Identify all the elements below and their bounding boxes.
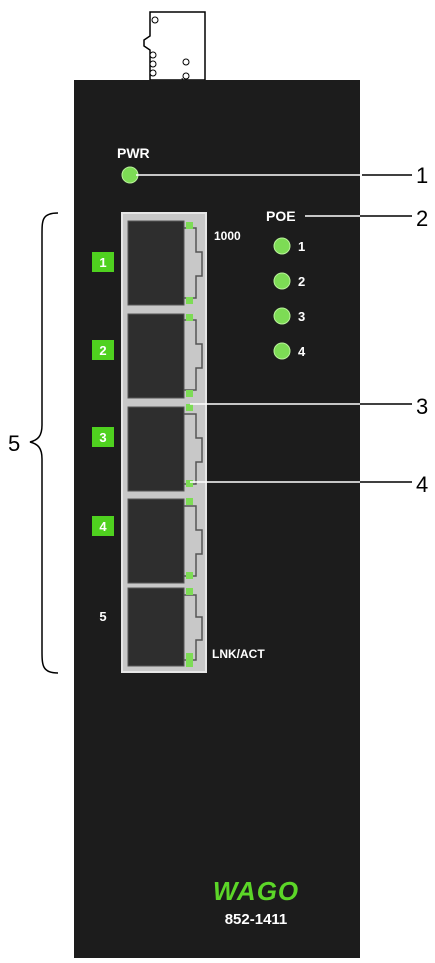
model-number: 852-1411 <box>225 911 288 928</box>
port-badge-1-label: 1 <box>99 255 106 270</box>
port-badge-4 <box>92 516 114 536</box>
poe-led-3-label: 3 <box>298 309 305 324</box>
port-1-led-bottom <box>186 297 193 304</box>
wago-logo: WAGO <box>213 876 299 906</box>
pwr-label: PWR <box>117 145 150 161</box>
port-badge-2-label: 2 <box>99 343 106 358</box>
port-2-led-top <box>186 314 193 321</box>
poe-led-1-label: 1 <box>298 239 305 254</box>
port-badge-2 <box>92 340 114 360</box>
callout-3: 3 <box>416 394 428 419</box>
device-housing <box>74 80 360 958</box>
din-rail-clip <box>143 11 206 93</box>
poe-led-4: 4 <box>273 342 306 360</box>
port-3-led-bottom <box>186 480 193 487</box>
ethernet-port-2 <box>127 313 203 399</box>
poe-led-1: 1 <box>273 237 305 255</box>
port-5-led-top <box>186 588 193 595</box>
poe-led-3: 3 <box>273 307 305 325</box>
poe-led-2: 2 <box>273 272 305 290</box>
port-1-led-top <box>186 222 193 229</box>
port-badge-4-label: 4 <box>99 519 107 534</box>
ethernet-port-4 <box>127 498 203 584</box>
callout-2: 2 <box>416 206 428 231</box>
port-5-led-bottom <box>186 653 193 667</box>
pwr-led <box>121 166 139 184</box>
ethernet-port-3 <box>127 404 203 492</box>
poe-led-4-label: 4 <box>298 344 306 359</box>
ethernet-port-1 <box>127 220 203 306</box>
port-3-led-top <box>186 404 193 411</box>
callout-5: 5 <box>8 431 20 456</box>
port-4-led-bottom <box>186 572 193 579</box>
speed-label: 1000 <box>214 229 241 243</box>
port-label-5: 5 <box>99 609 106 624</box>
port-4-led-top <box>186 498 193 505</box>
lnk-act-label: LNK/ACT <box>212 647 265 661</box>
port-badge-3 <box>92 427 114 447</box>
wago-logo-text: WAGO <box>213 876 299 906</box>
callout-1: 1 <box>416 163 428 188</box>
ethernet-port-5 <box>127 587 203 667</box>
poe-led-2-label: 2 <box>298 274 305 289</box>
poe-label: POE <box>266 208 296 224</box>
callout-4: 4 <box>416 472 428 497</box>
port-group-brace <box>29 212 59 674</box>
port-badge-3-label: 3 <box>99 430 106 445</box>
port-badge-1 <box>92 252 114 272</box>
port-2-led-bottom <box>186 390 193 397</box>
